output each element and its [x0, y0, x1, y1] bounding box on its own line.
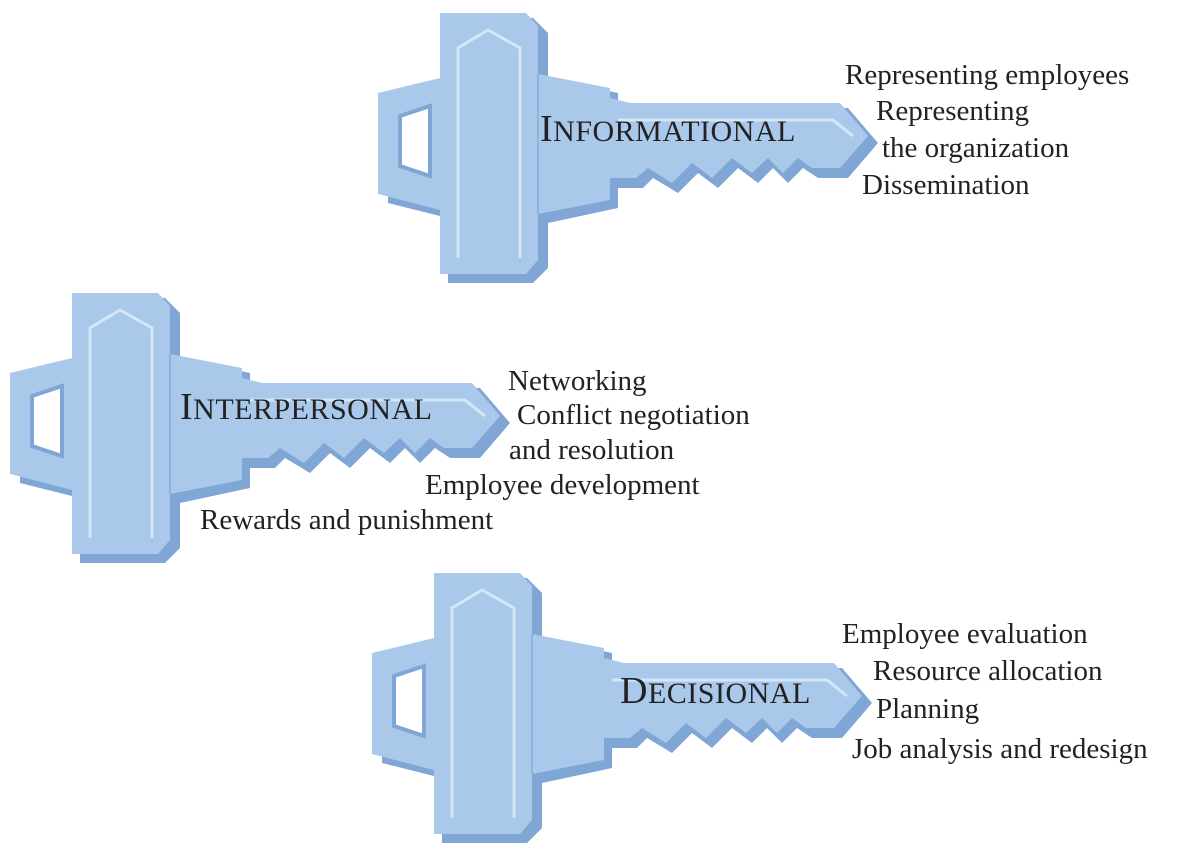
role-item: Employee evaluation	[842, 618, 1088, 650]
role-item: Employee development	[425, 469, 700, 501]
role-item: the organization	[882, 132, 1070, 164]
role-item: Job analysis and redesign	[852, 733, 1148, 765]
title-initial: D	[620, 670, 648, 712]
key-decisional: DECISIONAL	[370, 571, 874, 845]
role-item: Planning	[876, 693, 980, 725]
key-title-informational: INFORMATIONAL	[540, 108, 796, 150]
key-informational: INFORMATIONAL	[376, 11, 880, 285]
title-rest: NFORMATIONAL	[553, 115, 796, 148]
role-item: Resource allocation	[873, 655, 1103, 687]
role-item: Rewards and punishment	[200, 504, 494, 536]
title-rest: ECISIONAL	[648, 677, 811, 710]
role-item: Representing employees	[845, 59, 1130, 91]
role-item: and resolution	[509, 434, 675, 466]
title-initial: I	[180, 386, 193, 428]
title-rest: NTERPERSONAL	[193, 393, 432, 426]
title-initial: I	[540, 108, 553, 150]
role-item: Representing	[876, 95, 1030, 127]
role-item: Conflict negotiation	[517, 399, 750, 431]
key-title-decisional: DECISIONAL	[620, 670, 811, 712]
key-interpersonal: INTERPERSONAL	[8, 291, 512, 565]
role-item: Dissemination	[862, 169, 1030, 201]
key-title-interpersonal: INTERPERSONAL	[180, 386, 433, 428]
role-item: Networking	[508, 365, 647, 397]
